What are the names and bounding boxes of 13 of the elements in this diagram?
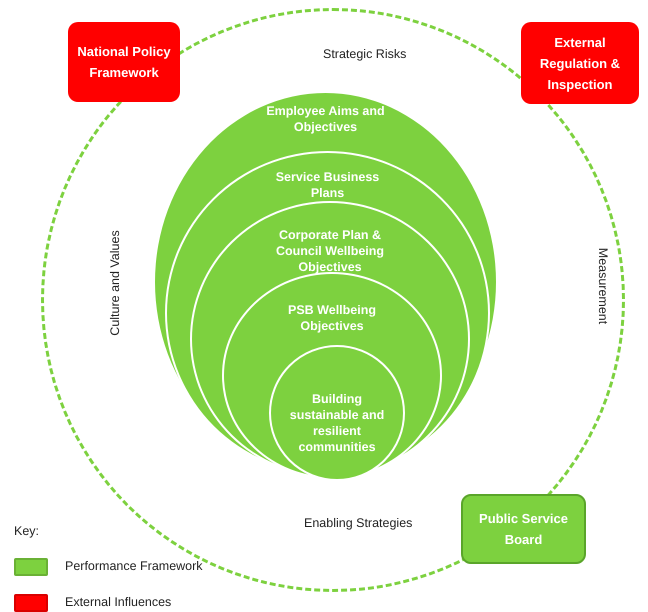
legend-label: Performance Framework — [65, 559, 203, 573]
circle-label: Enabling Strategies — [304, 516, 412, 530]
circle-label: Culture and Values — [108, 230, 122, 336]
circle-label: Measurement — [596, 248, 610, 324]
legend-label: External Influences — [65, 595, 172, 609]
circle-label: Strategic Risks — [323, 47, 406, 61]
circle-label: Building sustainable and resilient communities — [288, 391, 386, 455]
circle-label: Corporate Plan & Council Wellbeing Objectives — [274, 227, 386, 275]
circle-label: PSB Wellbeing Objectives — [287, 302, 377, 334]
circle-label: Service Business Plans — [274, 169, 380, 201]
influence-box: External Regulation & Inspection — [521, 22, 639, 104]
key-heading: Key: — [14, 524, 40, 538]
circle-label: Employee Aims and Objectives — [265, 103, 386, 135]
